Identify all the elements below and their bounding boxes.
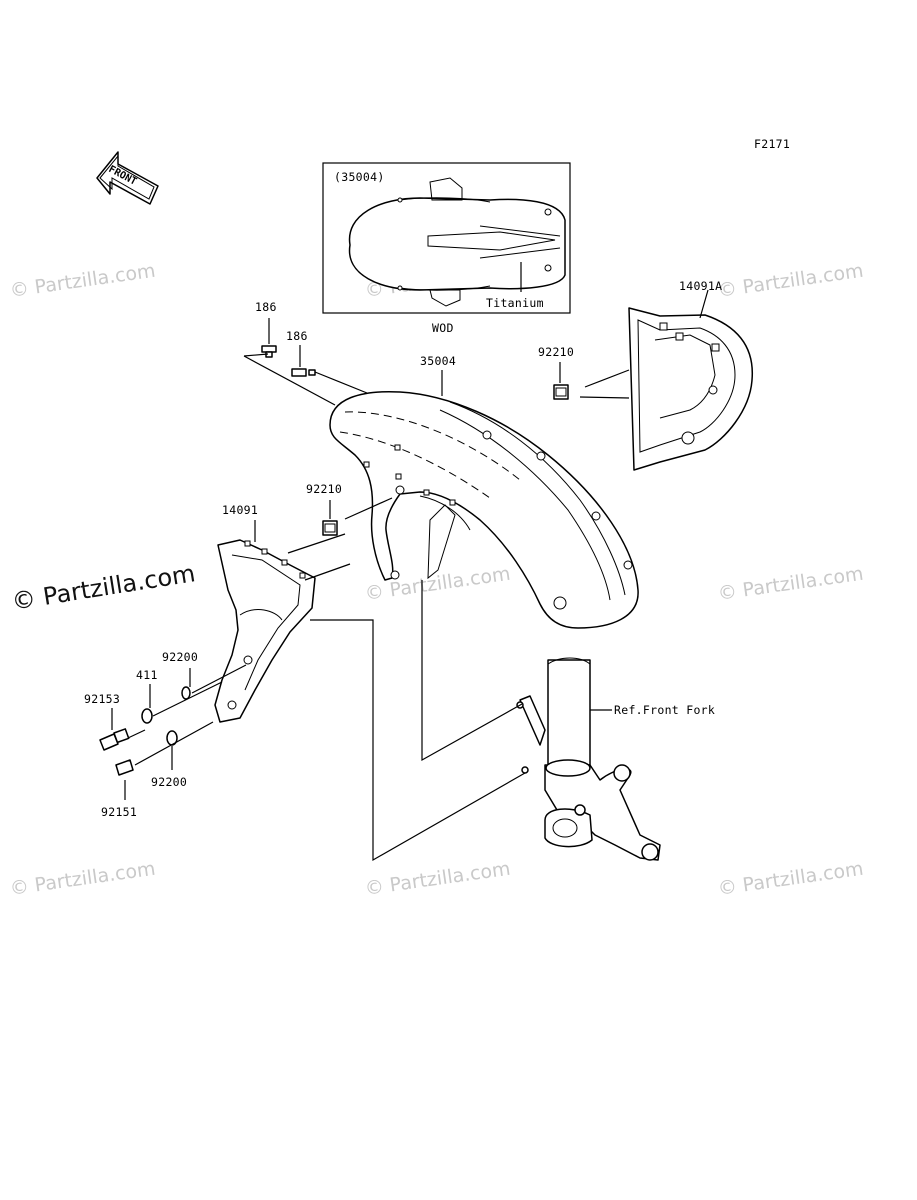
front-arrow-icon: FRONT [96,151,159,205]
callout-92153: 92153 [84,692,121,706]
bolt-186-b [291,345,316,377]
bolt-186-a [261,318,277,358]
callout-186-b: 186 [286,329,308,343]
callout-92210-top: 92210 [538,345,575,359]
callout-186-a: 186 [255,300,277,314]
cover-14091a [628,289,753,471]
callout-411: 411 [136,668,158,682]
figure-code: F2171 [754,137,791,151]
callout-92200-bottom: 92200 [151,775,188,789]
inset-box [322,162,571,314]
callout-front-fork: Ref.Front Fork [614,703,716,717]
callout-14091a: 14091A [679,279,723,293]
callout-14091: 14091 [222,503,259,517]
hardware-stack [99,664,247,800]
inset-fender-drawing [348,177,566,307]
callout-92210-mid: 92210 [306,482,343,496]
front-fork [516,657,661,861]
nut-92210-mid [322,497,393,536]
callout-92151: 92151 [101,805,138,819]
nut-92210-top [553,362,630,400]
inset-part-ref: (35004) [334,170,385,184]
callout-35004: 35004 [420,354,457,368]
inset-material-label: Titanium [486,296,544,310]
front-fender-35004 [329,370,639,629]
callout-92200-top: 92200 [162,650,199,664]
inset-variant-label: WOD [432,321,454,335]
cover-14091 [214,520,351,723]
